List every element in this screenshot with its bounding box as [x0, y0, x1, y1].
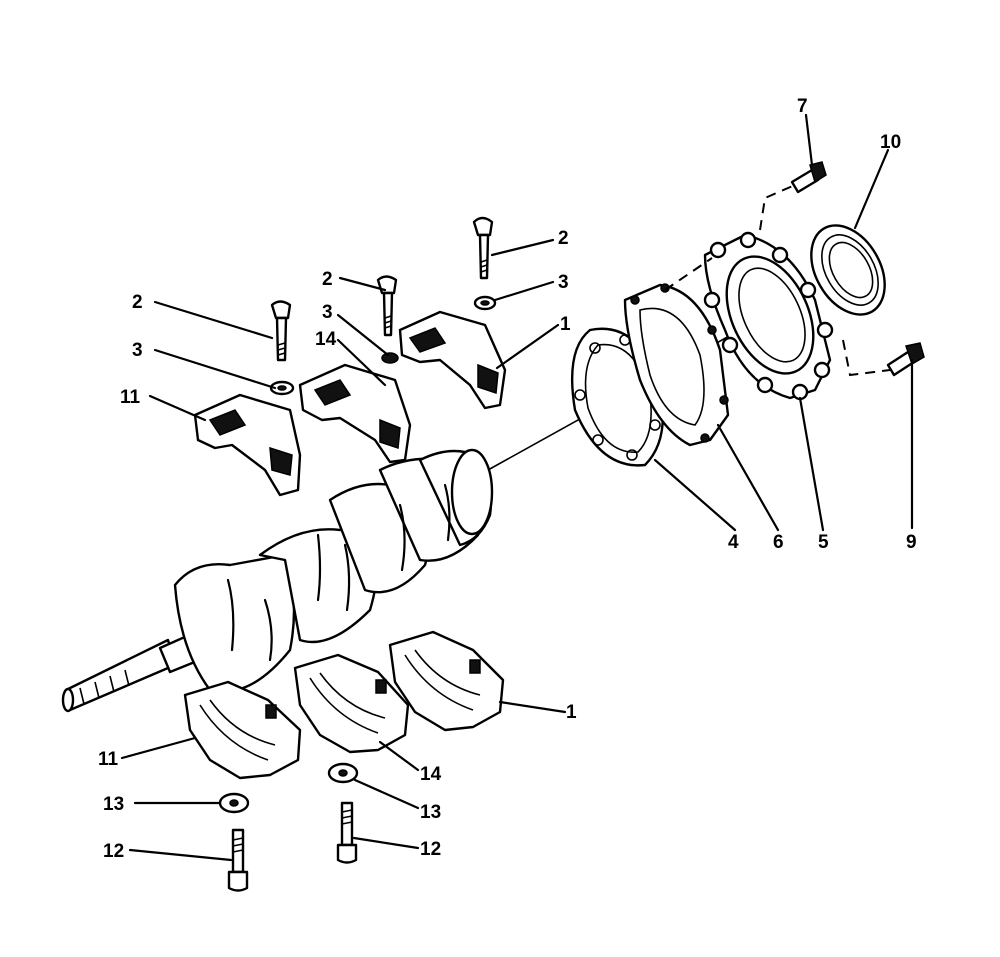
callout-13: 13 [420, 802, 441, 823]
bearing-shell-14-lower [293, 653, 410, 754]
callout-3: 3 [132, 340, 143, 361]
bolt-12-left [227, 828, 249, 892]
dashed-line-9 [842, 339, 891, 377]
callout-11: 11 [120, 387, 141, 408]
bearing-cap-11-upper [193, 393, 302, 497]
callout-5: 5 [818, 532, 829, 553]
callout-3: 3 [558, 272, 569, 293]
dashed-line [664, 257, 713, 291]
callout-7: 7 [797, 96, 808, 117]
callout-9: 9 [906, 532, 917, 553]
bearing-cap-1-upper [398, 310, 507, 410]
housing-5 [703, 231, 834, 401]
callout-2: 2 [132, 292, 143, 313]
washer-13-right [327, 762, 359, 784]
bearing-cap-14-upper [298, 363, 412, 464]
seal-10 [810, 224, 886, 316]
plate-6 [623, 283, 730, 447]
callout-14: 14 [315, 329, 337, 350]
callout-3: 3 [322, 302, 333, 323]
callout-12: 12 [420, 839, 441, 860]
washer-13-left [218, 792, 250, 814]
callout-1: 1 [566, 702, 577, 723]
callout-10: 10 [880, 132, 901, 153]
bearing-shell-11-lower [183, 680, 302, 780]
leader-lines [120, 113, 914, 862]
crankshaft [61, 448, 494, 713]
screw-9 [886, 342, 925, 377]
callout-2: 2 [322, 269, 333, 290]
bolt-12-right [336, 801, 358, 864]
callout-12: 12 [103, 841, 124, 862]
callout-1: 1 [560, 314, 571, 335]
screw-7 [790, 161, 827, 194]
callout-14: 14 [420, 764, 442, 785]
bolt-2-left [269, 300, 295, 396]
dashed-line-7 [759, 184, 796, 231]
callout-2: 2 [558, 228, 569, 249]
callout-6: 6 [773, 532, 784, 553]
bolt-2-right [472, 216, 497, 311]
callout-13: 13 [103, 794, 124, 815]
callout-11: 11 [98, 749, 119, 770]
callout-4: 4 [728, 532, 739, 553]
bearing-shell-1-lower [388, 630, 505, 732]
